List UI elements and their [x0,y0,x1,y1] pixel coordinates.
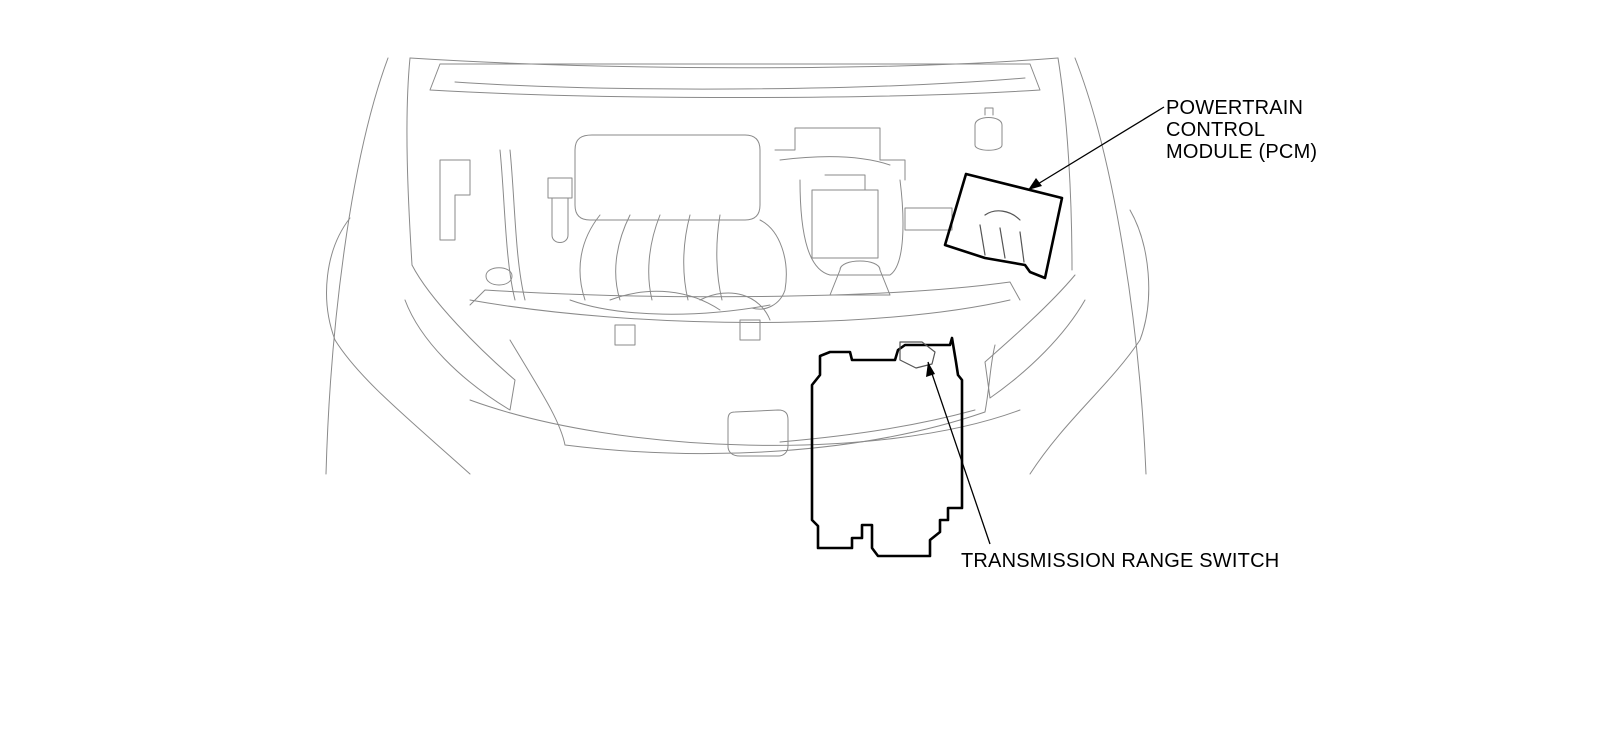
pcm-callout-label: POWERTRAIN CONTROL MODULE (PCM) [1166,97,1317,163]
left-fender-curve [326,217,471,475]
pcm-connectors [979,210,1025,263]
leader-lines [926,106,1165,545]
bumper-line [779,409,976,443]
battery-tray [799,179,904,276]
radiator-support [469,281,1021,306]
cowl-panel [429,63,1041,98]
intake-runners [579,214,723,301]
vehicle-body-outline [325,57,1150,475]
inner-hood-edge [406,57,1073,271]
pcm-leader-arrowhead [1028,178,1042,190]
engine-mount [614,319,761,346]
transmission-case [810,336,964,558]
trs-leader-line [927,361,991,545]
cowl-top [409,57,1059,69]
fluid-reservoir-right [974,107,1003,151]
headlight-left [404,264,516,411]
transmission-outline [810,336,964,558]
left-hose [499,149,526,301]
intake-manifold-base [569,299,771,315]
radiator-hose [609,290,771,321]
wiper-cowl [454,77,1026,90]
pcm-callout-line3: MODULE (PCM) [1166,141,1318,163]
headlight-right [984,274,1086,399]
transmission-range-switch-callout-label: TRANSMISSION RANGE SWITCH [961,550,1280,572]
right-fender-curve [1029,209,1150,475]
front-bumper-upper [469,299,1011,323]
throttle-body [751,219,787,310]
oil-filler [547,177,573,243]
left-inner-panel [439,159,471,241]
fuse-box [904,207,953,231]
engine-components [439,107,1003,346]
harness-run [779,156,891,166]
transmission-range-switch-body [899,341,936,369]
emblem-plate [727,409,789,457]
pcm-callout-line2: CONTROL [1166,119,1266,141]
pcm-module-shape [943,172,1064,280]
trs-leader-arrowhead [926,362,935,377]
hood-opening-outline [325,57,1147,475]
pcm-callout-line1: POWERTRAIN [1166,97,1304,119]
front-bumper-lower [469,399,1021,446]
coolant-reservoir [485,267,513,286]
strut-tower [829,260,891,296]
air-cleaner-housing [774,127,906,181]
front-bumper-grille [509,339,996,455]
pcm-outline [943,172,1064,280]
battery [811,174,879,259]
pcm-leader-line [1027,106,1165,191]
engine-cover [574,134,761,221]
